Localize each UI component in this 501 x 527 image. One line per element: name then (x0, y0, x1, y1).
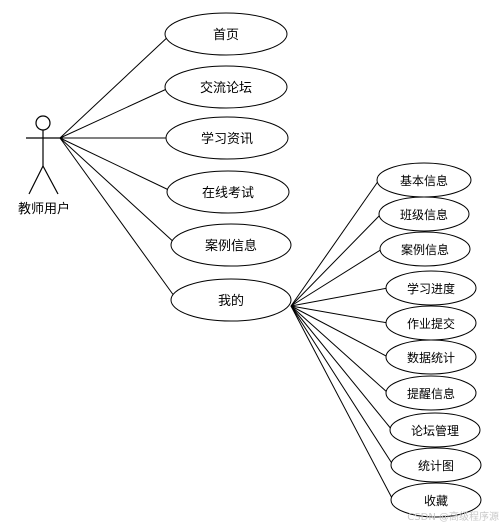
link-actor-exam (59, 137, 174, 193)
use-case-class-info-oval (378, 196, 470, 232)
use-case-home: 首页 (164, 12, 288, 56)
teacher-actor: 教师用户 (18, 115, 70, 217)
link-mine-favorites (290, 305, 394, 501)
link-mine-case-info (290, 248, 383, 307)
use-case-home-oval (164, 12, 288, 56)
link-actor-mine (59, 137, 178, 301)
use-case-stats-label: 数据统计 (407, 350, 455, 365)
use-case-favorites-oval (390, 482, 482, 518)
use-case-forum-label: 交流论坛 (200, 80, 252, 96)
use-case-mine-label: 我的 (218, 293, 244, 309)
use-case-homework-label: 作业提交 (407, 316, 455, 331)
use-case-favorites-label: 收藏 (424, 494, 448, 508)
use-case-forum-admin-label: 论坛管理 (411, 423, 459, 438)
use-case-news: 学习资讯 (165, 116, 289, 160)
link-mine-homework (290, 305, 389, 324)
use-case-basic-info-label: 基本信息 (400, 173, 448, 188)
use-case-case-info-oval (379, 231, 471, 267)
actor-label: 教师用户 (18, 201, 70, 217)
use-case-progress-oval (385, 270, 477, 306)
use-case-stats: 数据统计 (385, 339, 477, 375)
use-case-forum-oval (164, 65, 288, 109)
link-mine-basic-info (290, 179, 380, 307)
use-case-progress: 学习进度 (385, 270, 477, 306)
use-case-exam-label: 在线考试 (202, 186, 254, 201)
use-case-reminders-oval (385, 375, 477, 411)
actor-left-leg (28, 165, 44, 195)
use-case-chart-label: 统计图 (418, 459, 454, 473)
link-mine-chart (290, 305, 394, 466)
use-case-basic-info: 基本信息 (376, 162, 472, 198)
use-case-cases-oval (170, 223, 292, 267)
use-case-case-info-label: 案例信息 (401, 242, 449, 257)
use-case-news-label: 学习资讯 (201, 131, 253, 147)
link-mine-progress (290, 287, 389, 307)
use-case-reminders-label: 提醒信息 (407, 386, 455, 401)
use-case-case-info: 案例信息 (379, 231, 471, 267)
link-mine-forum-admin (290, 305, 393, 431)
association-lines (59, 33, 394, 501)
use-case-forum: 交流论坛 (164, 65, 288, 109)
actor-right-leg (42, 165, 59, 195)
use-case-forum-admin: 论坛管理 (389, 412, 481, 448)
use-case-progress-label: 学习进度 (407, 281, 455, 296)
link-actor-cases (59, 137, 178, 246)
watermark: CSDN @高级程序源 (407, 510, 499, 523)
use-case-cases-label: 案例信息 (205, 238, 257, 254)
link-actor-home (59, 33, 172, 139)
use-case-news-oval (165, 116, 289, 160)
actor-head (35, 115, 51, 131)
link-actor-forum (59, 86, 172, 139)
use-case-exam-oval (166, 170, 290, 214)
use-case-class-info: 班级信息 (378, 196, 470, 232)
link-mine-stats (290, 305, 389, 358)
use-case-mine: 我的 (170, 278, 292, 322)
use-case-chart-oval (390, 447, 482, 483)
use-case-homework: 作业提交 (385, 305, 477, 341)
use-case-chart: 统计图 (390, 447, 482, 483)
use-case-class-info-label: 班级信息 (400, 207, 448, 222)
link-mine-reminders (290, 305, 389, 394)
use-case-reminders: 提醒信息 (385, 375, 477, 411)
use-case-exam: 在线考试 (166, 170, 290, 214)
use-case-home-label: 首页 (213, 28, 239, 43)
use-case-cases: 案例信息 (170, 223, 292, 267)
use-case-stats-oval (385, 339, 477, 375)
use-case-favorites: 收藏 (390, 482, 482, 518)
link-mine-class-info (290, 213, 382, 307)
use-case-forum-admin-oval (389, 412, 481, 448)
use-case-mine-oval (170, 278, 292, 322)
